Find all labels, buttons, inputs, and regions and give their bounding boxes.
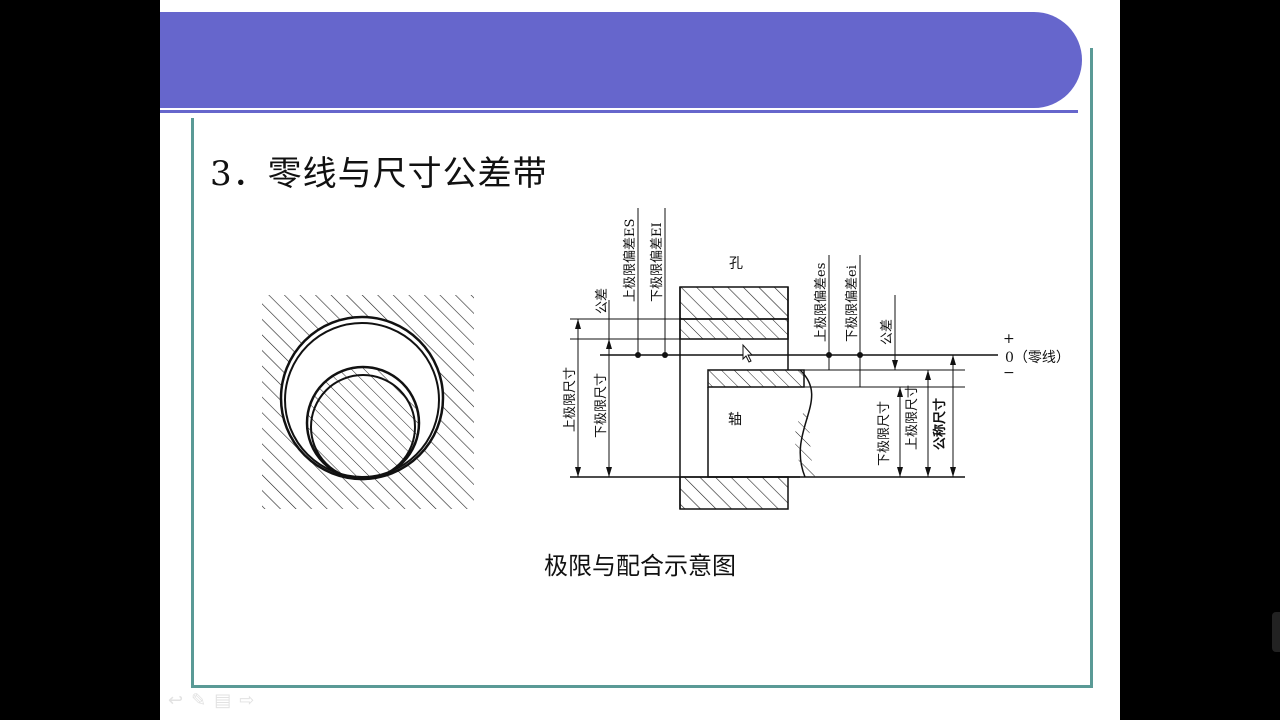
hole-max-limit-size-label: 上极限尺寸	[563, 367, 578, 432]
tolerance-diagram: 孔 轴 0（零线） + − 公差 上极限偏差ES 下极限偏差EI 上极限尺寸 下…	[262, 208, 1070, 510]
forward-arrow-icon[interactable]: ⇨	[239, 690, 263, 711]
menu-icon[interactable]: ▤	[214, 690, 240, 711]
shaft-label: 轴	[728, 412, 742, 428]
plus-sign: +	[1003, 331, 1015, 347]
hole-min-limit-size-label: 下极限尺寸	[594, 373, 609, 438]
section-title: 3．零线与尺寸公差带	[210, 154, 548, 194]
nominal-size-label: 公称尺寸	[932, 398, 948, 450]
slide-nav-controls: ↩✎▤⇨	[168, 690, 262, 711]
hole-upper-deviation-label: 上极限偏差ES	[623, 219, 638, 302]
circle-fit-figure	[262, 295, 474, 509]
hole-tolerance-label: 公差	[595, 288, 610, 314]
frame-left-border	[191, 118, 194, 688]
frame-bottom-border	[191, 685, 1093, 688]
shaft-min-limit-size-label: 下极限尺寸	[877, 401, 892, 466]
shaft-lower-deviation-label: 下极限偏差ei	[845, 265, 860, 342]
scroll-handle[interactable]	[1272, 612, 1280, 652]
hole-lower-deviation-label: 下极限偏差EI	[650, 222, 665, 302]
minus-sign: −	[1003, 365, 1015, 381]
shaft-max-limit-size-label: 上极限尺寸	[905, 385, 920, 450]
mouse-cursor-icon	[742, 343, 754, 363]
frame-right-border	[1090, 48, 1093, 688]
header-underline	[160, 110, 1078, 113]
zero-line-label: 0（零线）	[1005, 350, 1070, 366]
hole-shaft-figure	[570, 208, 998, 510]
figure-caption: 极限与配合示意图	[544, 552, 736, 580]
shaft-upper-deviation-label: 上极限偏差es	[814, 263, 829, 342]
hole-label: 孔	[729, 256, 743, 272]
pen-icon[interactable]: ✎	[191, 690, 215, 711]
slide: 3．零线与尺寸公差带	[160, 0, 1120, 720]
header-banner	[160, 12, 1082, 108]
shaft-tolerance-label: 公差	[880, 319, 895, 345]
back-arrow-icon[interactable]: ↩	[168, 690, 192, 711]
